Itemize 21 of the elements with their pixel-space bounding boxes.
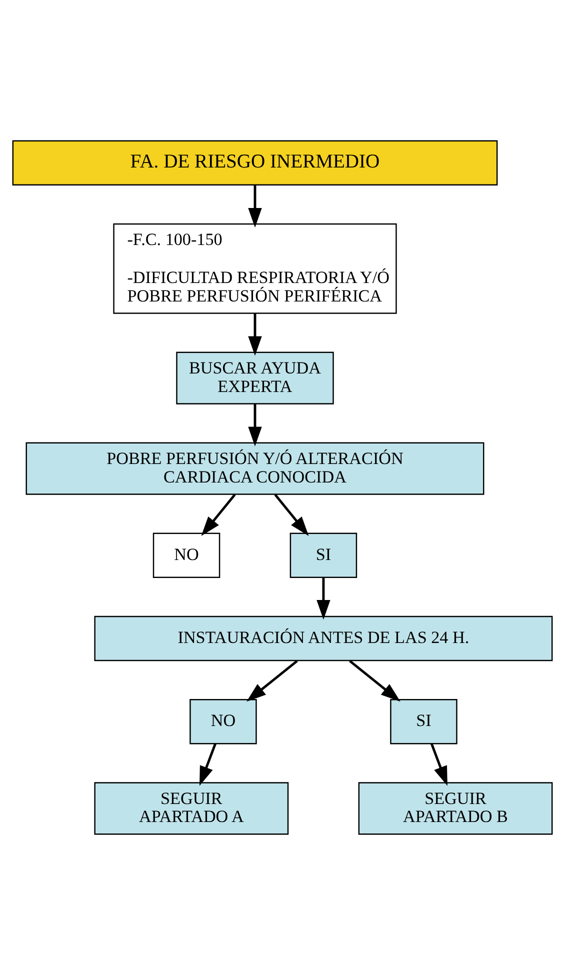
arrow: [248, 185, 262, 228]
arrow: [248, 313, 262, 356]
node-box: SI: [390, 699, 458, 744]
arrow: [274, 494, 309, 536]
node-box: NO: [190, 699, 257, 744]
node-box: SEGUIR APARTADO A: [94, 782, 289, 835]
node-box: BUSCAR AYUDA EXPERTA: [176, 352, 334, 404]
arrow: [248, 404, 262, 446]
node-box: INSTAURACIÓN ANTES DE LAS 24 H.: [94, 616, 553, 662]
node-box: NO: [152, 532, 220, 578]
node-box: POBRE PERFUSIÓN Y/Ó ALTERACIÓN CARDIACA CONOCIDA: [26, 442, 484, 495]
node-box: -F.C. 100-150 -DIFICULTAD RESPIRATORIA Y/Ó POBRE PERFUSIÓN PERIFÉRICA: [113, 223, 397, 314]
arrow: [349, 660, 400, 702]
node-box: FA. DE RIESGO INERMEDIO: [12, 140, 498, 186]
node-box: SEGUIR APARTADO B: [358, 782, 553, 835]
node-box: SI: [290, 532, 358, 578]
arrow: [199, 743, 216, 786]
arrow: [201, 494, 236, 536]
arrow: [316, 578, 330, 620]
arrow: [246, 660, 298, 702]
arrow: [430, 743, 448, 786]
